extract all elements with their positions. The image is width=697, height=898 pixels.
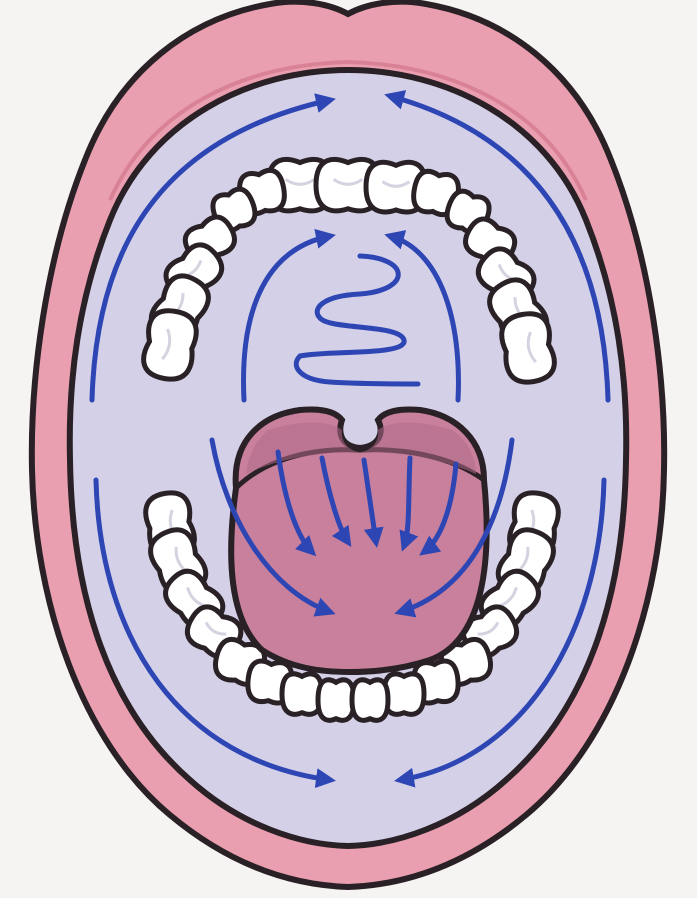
tongue: [231, 409, 486, 672]
lower-tooth-15: [318, 680, 354, 720]
lower-tooth-16: [352, 680, 388, 720]
